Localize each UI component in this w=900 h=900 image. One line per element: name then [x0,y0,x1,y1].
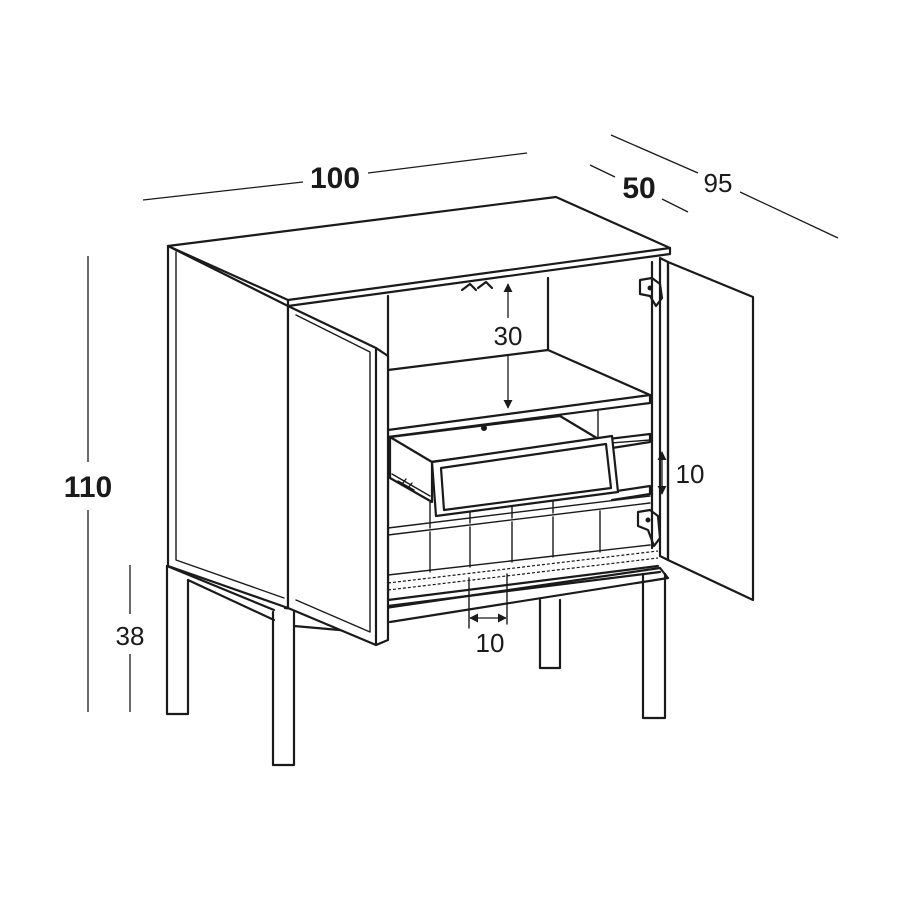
depth-open-label: 95 [704,168,733,198]
depth-label: 50 [622,172,655,205]
shelf-gap-label: 10 [676,459,705,489]
drawer-latch-icon [481,425,487,431]
left-door[interactable] [286,304,390,647]
width-label: 100 [310,162,360,195]
dimension-depth-open [610,134,839,239]
right-door[interactable] [658,256,755,602]
leg-height-label: 38 [116,621,145,651]
interior-shelves [386,348,662,608]
arrow-cell-width [468,573,508,629]
top-hinge-pair-icon [460,280,494,292]
cabinet-body [166,195,672,610]
drawer [388,414,620,518]
cell-width-label: 10 [476,628,505,658]
hinge-bottom-icon [636,508,662,548]
height-label: 110 [64,471,112,504]
dimension-depth [589,164,689,213]
dimension-width [142,152,528,201]
hinge-top-icon [638,276,664,308]
top-shelf-gap-label: 30 [494,321,523,351]
